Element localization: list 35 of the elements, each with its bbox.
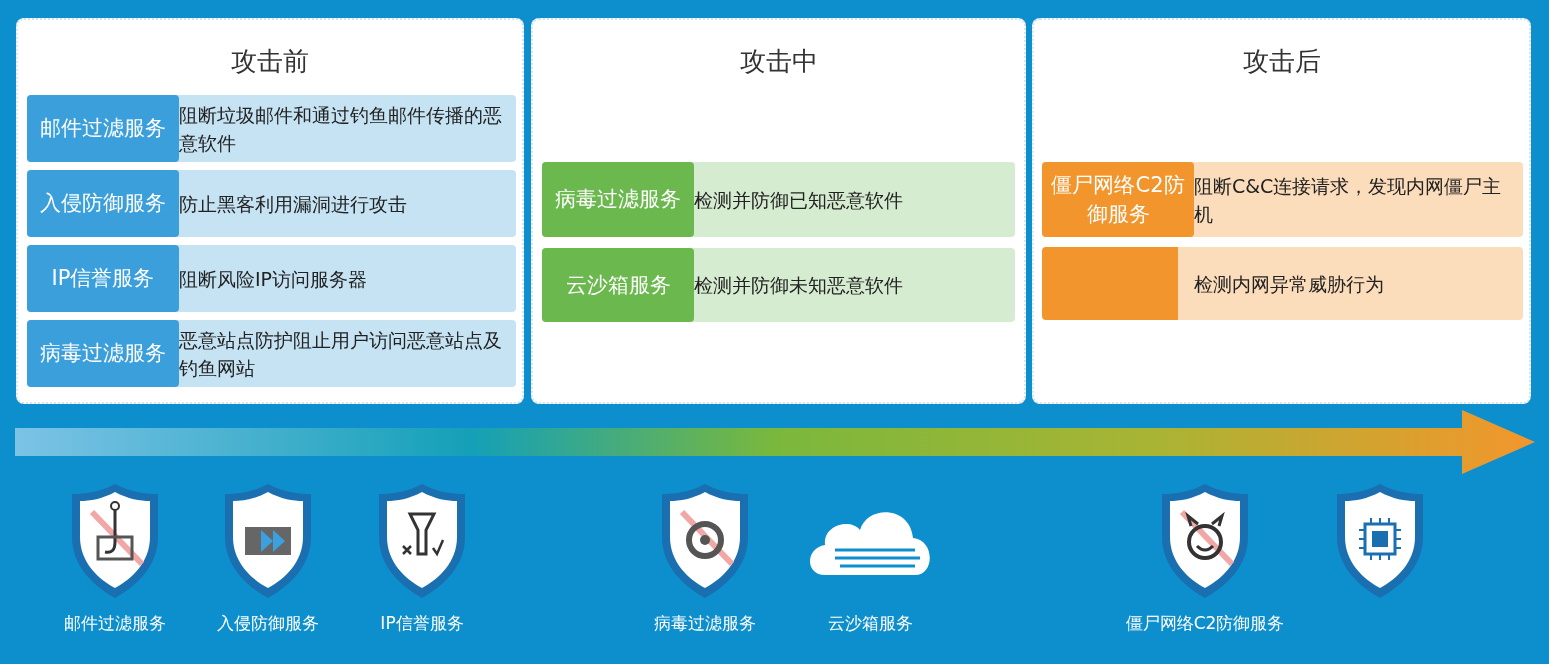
service-tag: 云沙箱服务 xyxy=(542,248,694,322)
service-tag: IP信誉服务 xyxy=(27,245,179,312)
icon-caption: 云沙箱服务 xyxy=(827,612,913,635)
service-row xyxy=(27,245,516,312)
service-row xyxy=(542,248,1015,322)
icon-caption: 入侵防御服务 xyxy=(217,612,319,635)
service-tag: 入侵防御服务 xyxy=(27,170,179,237)
panel-title: 攻击前 xyxy=(231,45,309,78)
description-text: 阻断风险IP访问服务器 xyxy=(179,266,369,292)
icon-caption: 邮件过滤服务 xyxy=(64,612,166,635)
description-text: 检测并防御未知恶意软件 xyxy=(694,273,904,298)
service-tag: 邮件过滤服务 xyxy=(27,95,179,162)
stage-panel xyxy=(1032,18,1531,404)
service-tag: 病毒过滤服务 xyxy=(27,320,179,387)
service-row xyxy=(542,162,1015,237)
description-text: 检测并防御已知恶意软件 xyxy=(694,187,904,213)
stage-panel xyxy=(531,18,1026,404)
icon-caption: 僵尸网络C2防御服务 xyxy=(1125,612,1285,635)
service-tag: 病毒过滤服务 xyxy=(542,162,694,237)
description-text: 防止黑客利用漏洞进行攻击 xyxy=(179,191,408,217)
service-row xyxy=(1042,162,1523,237)
service-row xyxy=(27,170,516,237)
icon-caption: IP信誉服务 xyxy=(380,612,464,635)
service-tag: 僵尸网络C2防御服务 xyxy=(1042,162,1194,237)
description-text: 恶意站点防护阻止用户访问恶意站点及钓鱼网站 xyxy=(179,327,502,381)
panel-title: 攻击中 xyxy=(739,45,818,78)
description-text: 阻断垃圾邮件和通过钓鱼邮件传播的恶意软件 xyxy=(179,102,502,156)
description-text: 检测内网异常威胁行为 xyxy=(1194,271,1385,297)
service-row xyxy=(27,95,516,162)
panel-title: 攻击后 xyxy=(1242,45,1321,78)
stage-panel xyxy=(16,18,524,404)
service-row xyxy=(1042,247,1523,320)
description-text: 阻断C&C连接请求，发现内网僵尸主机 xyxy=(1194,173,1503,227)
service-row xyxy=(27,320,516,387)
icon-caption: 病毒过滤服务 xyxy=(654,612,756,635)
